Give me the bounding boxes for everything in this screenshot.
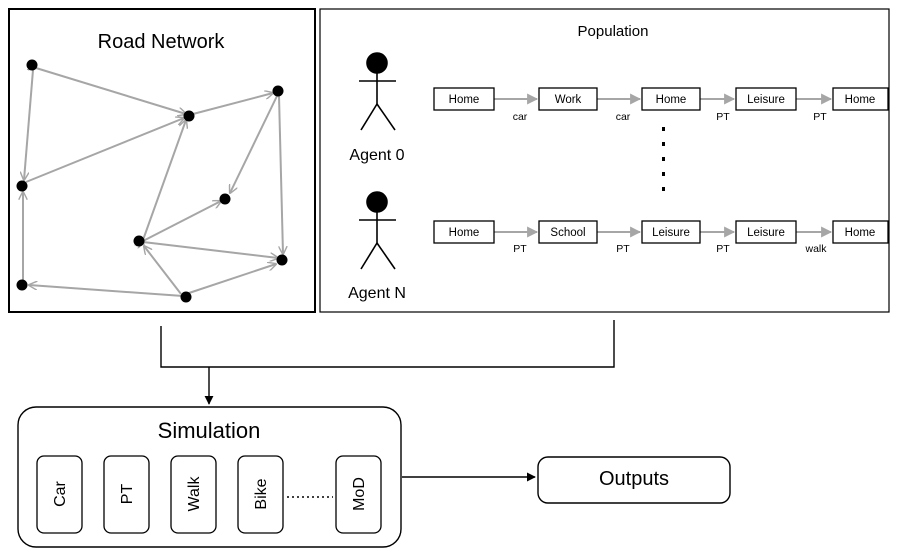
activity-label: Leisure (747, 227, 785, 239)
activity-chain: Home Work Home Leisure Home car car PT P… (433, 87, 889, 123)
mode-label: PT (716, 111, 730, 123)
simulation-frame (17, 406, 402, 548)
activity-box (538, 87, 598, 111)
activity-label: Home (449, 94, 480, 106)
road-node (180, 291, 192, 303)
road-network-frame (8, 8, 316, 313)
activity-label: Home (845, 94, 876, 106)
agent-n: Agent N Home School (348, 191, 889, 302)
module-box-mod (335, 455, 382, 534)
road-edge (188, 264, 276, 294)
module-box-walk (170, 455, 217, 534)
population-frame (319, 8, 890, 313)
outputs-box (537, 456, 731, 504)
mode-label: PT (616, 243, 630, 255)
simulation-panel: Simulation Car PT Walk Bike MoD (17, 406, 402, 548)
road-edge (25, 118, 184, 183)
road-node (26, 59, 38, 71)
module-box-bike (237, 455, 284, 534)
road-node (183, 110, 195, 122)
mode-label: walk (804, 243, 827, 255)
module-label: Walk (186, 476, 203, 512)
person-icon (359, 52, 396, 131)
population-title: Population (578, 23, 649, 40)
activity-label: Leisure (652, 227, 690, 239)
module-label: MoD (351, 477, 368, 511)
agent-label: Agent 0 (349, 147, 404, 164)
ellipsis-dots (662, 127, 665, 191)
road-edge (143, 242, 278, 258)
road-edge (29, 285, 184, 297)
road-edge (230, 95, 278, 193)
road-node (276, 254, 288, 266)
road-node (272, 85, 284, 97)
mode-label: PT (513, 243, 527, 255)
simulation-title: Simulation (158, 418, 261, 443)
module-box-pt (103, 455, 150, 534)
road-edge (143, 201, 221, 241)
road-edge (278, 95, 283, 254)
road-node (133, 235, 145, 247)
activity-box (735, 87, 797, 111)
activity-box (641, 87, 701, 111)
activity-box (832, 220, 889, 244)
activity-label: Work (555, 94, 582, 106)
agent-0: Agent 0 Home Work (349, 52, 889, 164)
road-network-panel: Road Network (8, 8, 316, 313)
activity-label: Home (449, 227, 480, 239)
mode-label: PT (716, 243, 730, 255)
activity-box (433, 87, 495, 111)
activity-label: School (550, 227, 585, 239)
road-edge (144, 246, 182, 295)
road-node (16, 180, 28, 192)
agent-label: Agent N (348, 285, 406, 302)
module-label: Bike (253, 478, 270, 509)
road-network-title: Road Network (98, 31, 226, 53)
activity-label: Home (845, 227, 876, 239)
road-edge (24, 69, 34, 180)
road-nodes (16, 59, 288, 303)
activity-label: Leisure (747, 94, 785, 106)
activity-box (538, 220, 598, 244)
road-node (16, 279, 28, 291)
activity-box (832, 87, 889, 111)
road-edge (192, 93, 273, 115)
mode-label: car (513, 111, 528, 123)
person-icon (359, 191, 396, 270)
mode-label: car (616, 111, 631, 123)
mode-label: PT (813, 111, 827, 123)
road-node (219, 193, 231, 205)
activity-chain: Home School Leisure Leisure Home PT PT P… (433, 220, 889, 255)
outputs-node: Outputs (537, 456, 731, 504)
activity-box (735, 220, 797, 244)
road-edge (36, 68, 186, 114)
activity-box (433, 220, 495, 244)
population-panel: Population Agent 0 (319, 8, 890, 313)
activity-box (641, 220, 701, 244)
module-box-car (36, 455, 83, 534)
module-label: PT (119, 484, 136, 505)
merge-connector (160, 320, 615, 405)
road-edges (23, 68, 283, 297)
module-label: Car (52, 480, 69, 506)
outputs-label: Outputs (599, 468, 669, 490)
activity-label: Home (656, 94, 687, 106)
